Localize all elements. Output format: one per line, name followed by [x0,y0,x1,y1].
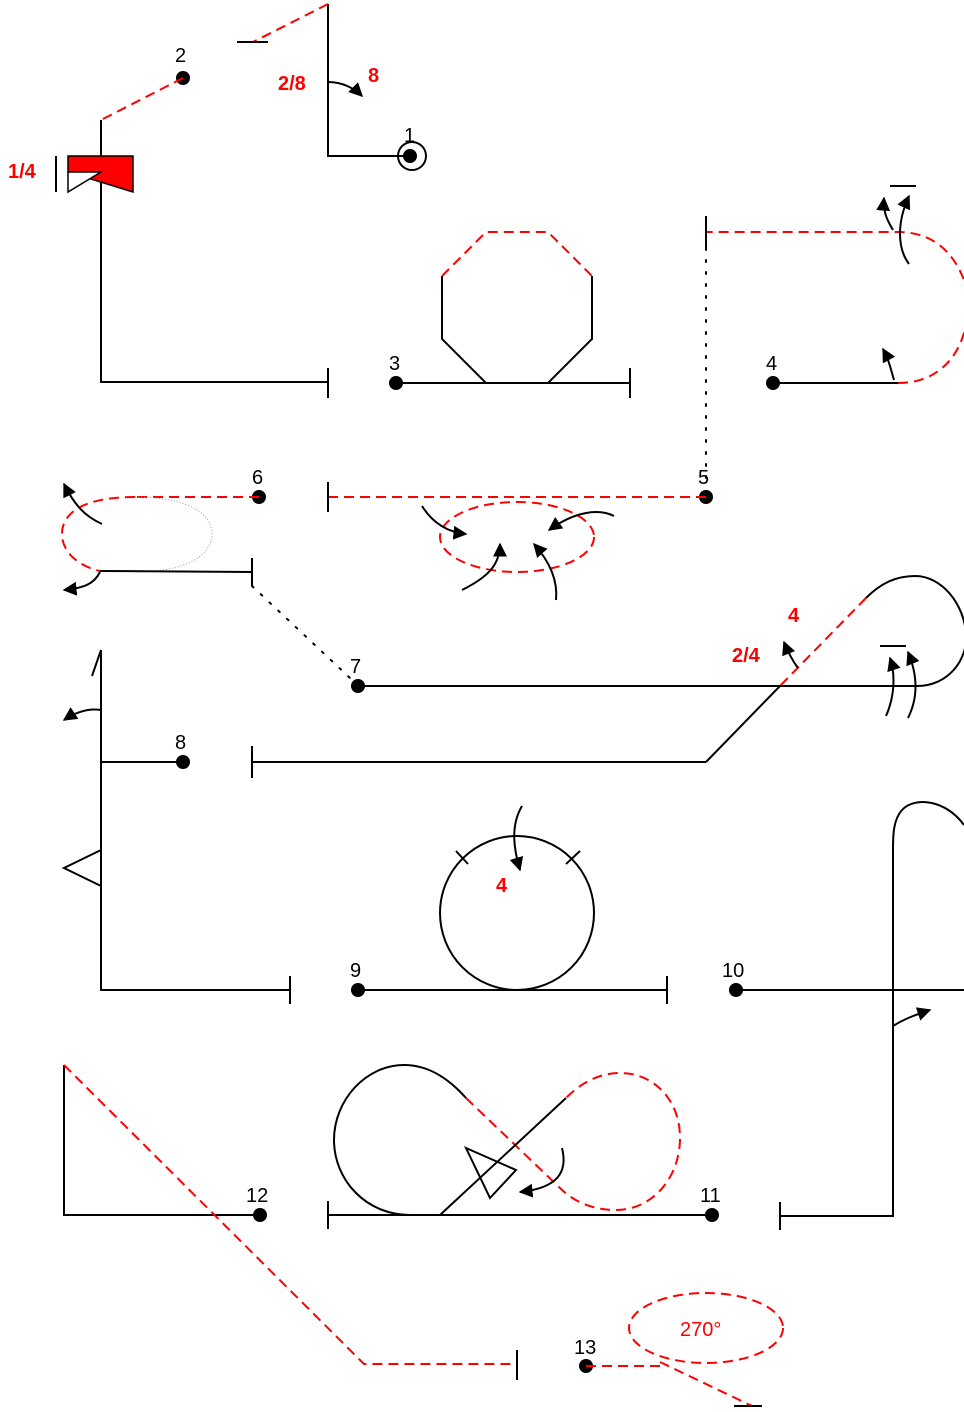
figure-path-dashed [63,1064,517,1365]
figure-11: 11 [327,1063,721,1229]
figure-entry-tick [91,649,102,677]
figure-number: 2 [175,45,186,67]
figure-number: 5 [698,467,709,489]
figure-path-line [327,4,412,157]
roll-arrow-icon [782,640,799,669]
roll-arrow-icon [327,81,363,97]
figure-12: 12 [63,1064,518,1380]
loop-tick [455,850,469,865]
flick-triangle-icon [61,849,102,887]
snap-roll-triangle-icon [67,171,104,194]
roll-arrow-icon [892,1007,932,1027]
diagonal-dashed [779,597,867,687]
figure-path-dashed [100,77,184,121]
roll-arrow-icon [509,805,524,872]
roll-arrow-icon [906,650,920,719]
roll-arrow-icon [62,707,102,721]
roll-arrow-icon [533,542,558,601]
figure-6: 6 [60,467,266,596]
figure-13: 13 270° [574,1292,784,1407]
figure-path-line [63,1065,260,1216]
connector-dotted-line [251,585,351,679]
figure-number: 9 [350,960,361,982]
octagon-loop-dashed [441,231,593,277]
roll-count-label: 4 [788,605,800,627]
loop-tick [565,850,581,865]
figure-number: 11 [700,1185,721,1207]
roll-arrow-icon [63,482,103,525]
figure-8: 8 [61,649,706,1004]
figure-path-dashed [706,231,964,384]
flick-triangle-icon [463,1145,518,1200]
loop-dashed [465,1071,682,1212]
octagon-loop-line [547,276,593,384]
figure-number: 10 [722,960,744,982]
figure-path-dashed [659,1361,753,1407]
figure-number: 7 [350,656,361,678]
roll-arrow-icon [421,505,468,540]
roll-arrow-icon [547,511,615,531]
figure-5: 5 [327,247,713,601]
figure-number: 13 [574,1337,596,1359]
figure-path-line [99,570,253,573]
roll-arrow-icon [882,347,896,381]
turn-degrees-label: 270° [680,1319,721,1341]
roll-arrow-icon [518,1147,565,1198]
loop-circle [439,835,595,991]
roll-arrow-icon [897,194,911,265]
snap-roll-fraction-label: 1/4 [8,161,37,183]
roll-arrow-icon [461,542,507,591]
diagonal-line [705,685,781,763]
figure-1: 1 2/8 8 [237,3,427,171]
figure-path-line [100,650,290,991]
figure-path-line [100,120,328,383]
figure-3: 3 [389,231,631,398]
roll-count-label: 4 [496,875,508,897]
figure-2: 2 1/4 [8,45,329,398]
loop-hidden-dotted [134,496,213,573]
figure-number: 3 [389,353,400,375]
figure-number: 6 [252,467,263,489]
diagonal-line [439,1097,567,1216]
figure-path-line [780,801,964,1217]
figure-path-dashed [252,3,329,43]
roll-arrow-icon [885,656,901,717]
figure-number: 4 [766,353,777,375]
loop-dashed [60,496,136,572]
roll-arrow-icon [876,196,894,231]
roll-count-label: 8 [368,65,379,87]
figure-number: 1 [404,125,415,147]
rolling-circle-dashed [439,501,595,573]
roll-fraction-label: 2/4 [732,645,761,667]
roll-fraction-label: 2/8 [278,73,306,95]
loop-line [332,1063,467,1216]
loop-line [865,574,964,687]
figure-10: 10 [722,801,964,1230]
snap-roll-triangle-icon [67,155,134,194]
figure-4: 4 [705,185,964,390]
figure-7: 7 2/4 4 [251,574,964,763]
figure-number: 12 [246,1185,268,1207]
octagon-loop-line [441,276,487,384]
figure-number: 8 [175,732,186,754]
rolling-turn-dashed [628,1292,784,1364]
roll-arrow-icon [62,571,101,596]
figure-9: 9 4 [350,805,668,1004]
